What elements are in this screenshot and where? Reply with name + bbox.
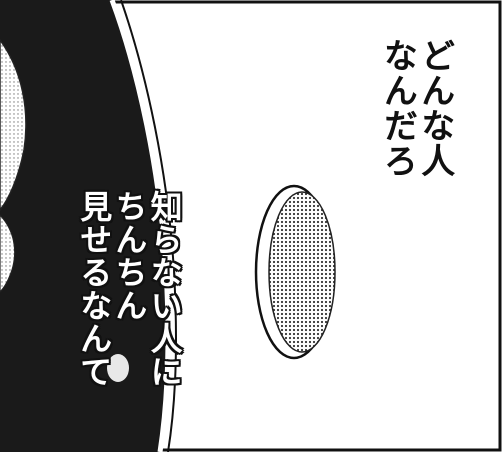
hair-tone [0,38,27,212]
speech-text: どんな人 なんだろ [377,38,455,178]
light-spot [107,354,129,382]
hair-tone-lower [0,214,16,293]
narration-line: ちんちん [110,190,149,322]
dark-silhouette [0,0,168,452]
silhouette-highlight [109,0,171,452]
narration-text: 知らない人に ちんちん 見せるなんて [75,190,184,388]
speech-line: どんな人 [414,38,455,178]
speech-line: なんだろ [377,38,418,178]
narration-line: 知らない人に [145,190,184,388]
peephole-tone [268,191,336,353]
silhouette-outline [120,0,177,452]
narration-line: 見せるなんて [75,190,114,388]
